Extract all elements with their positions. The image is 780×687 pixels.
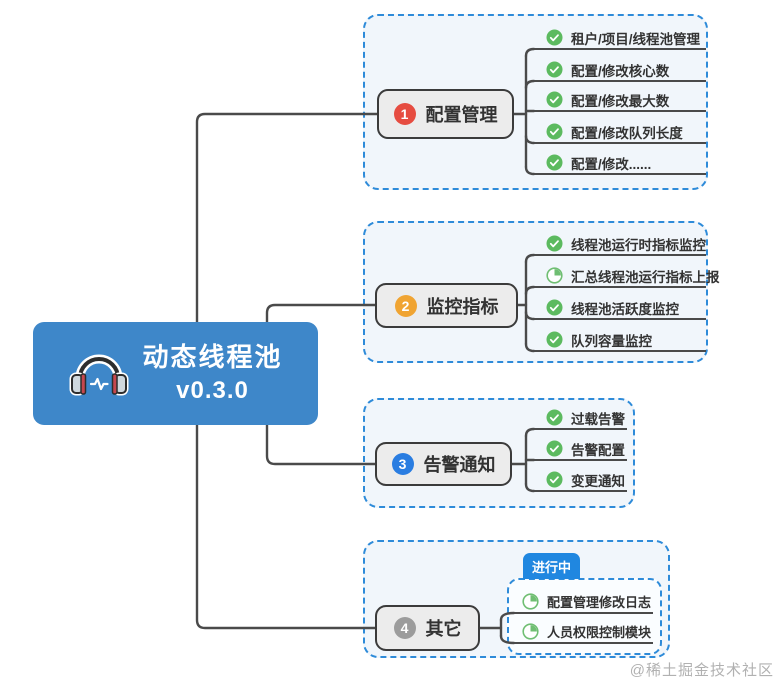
child-topic[interactable]: 配置/修改最大数 (534, 89, 706, 112)
check-icon (546, 331, 563, 348)
check-icon (546, 123, 563, 140)
child-topic[interactable]: 配置/修改队列长度 (534, 121, 706, 144)
branch-node-alert[interactable]: 3 告警通知 (375, 442, 512, 486)
child-topic[interactable]: 配置/修改核心数 (534, 59, 706, 82)
child-topic[interactable]: 租户/项目/线程池管理 (534, 27, 706, 50)
branch-label: 告警通知 (423, 455, 496, 475)
root-version: v0.3.0 (176, 376, 249, 404)
child-topic[interactable]: 变更通知 (534, 469, 627, 492)
headphones-icon (68, 347, 130, 401)
child-topic[interactable]: 线程池活跃度监控 (534, 297, 706, 320)
check-icon (546, 299, 563, 316)
watermark: @稀土掘金技术社区 (629, 662, 774, 679)
child-topic[interactable]: 队列容量监控 (534, 329, 706, 352)
child-topic[interactable]: 过载告警 (534, 407, 627, 430)
progress-icon (522, 593, 539, 610)
check-icon (546, 409, 563, 426)
child-topic[interactable]: 人员权限控制模块 (514, 621, 653, 644)
priority-4-badge: 4 (393, 617, 416, 639)
check-icon (546, 471, 563, 488)
branch-label: 监控指标 (426, 296, 499, 317)
branch-label: 其它 (425, 619, 462, 639)
branch-label: 配置管理 (425, 105, 498, 125)
child-topic[interactable]: 配置管理修改日志 (514, 591, 653, 614)
check-icon (546, 29, 563, 46)
child-topic[interactable]: 配置/修改...... (534, 152, 706, 175)
progress-icon (522, 623, 539, 640)
branch-node-metrics[interactable]: 2 监控指标 (375, 283, 518, 328)
root-node[interactable]: 动态线程池 v0.3.0 (33, 322, 318, 425)
check-icon (546, 235, 563, 252)
check-icon (546, 61, 563, 78)
child-topic[interactable]: 告警配置 (534, 438, 627, 461)
check-icon (546, 440, 563, 457)
branch-node-other[interactable]: 4 其它 (375, 605, 480, 651)
progress-icon (546, 267, 563, 284)
root-title: 动态线程池 (142, 342, 283, 372)
branch-node-config[interactable]: 1 配置管理 (377, 89, 514, 139)
in-progress-tag: 进行中 (523, 553, 580, 579)
check-icon (546, 91, 563, 108)
priority-1-badge: 1 (393, 103, 416, 125)
priority-3-badge: 3 (391, 453, 414, 475)
child-topic[interactable]: 汇总线程池运行指标上报 (534, 265, 720, 288)
check-icon (546, 154, 563, 171)
child-topic[interactable]: 线程池运行时指标监控 (534, 233, 706, 256)
priority-2-badge: 2 (394, 294, 417, 317)
